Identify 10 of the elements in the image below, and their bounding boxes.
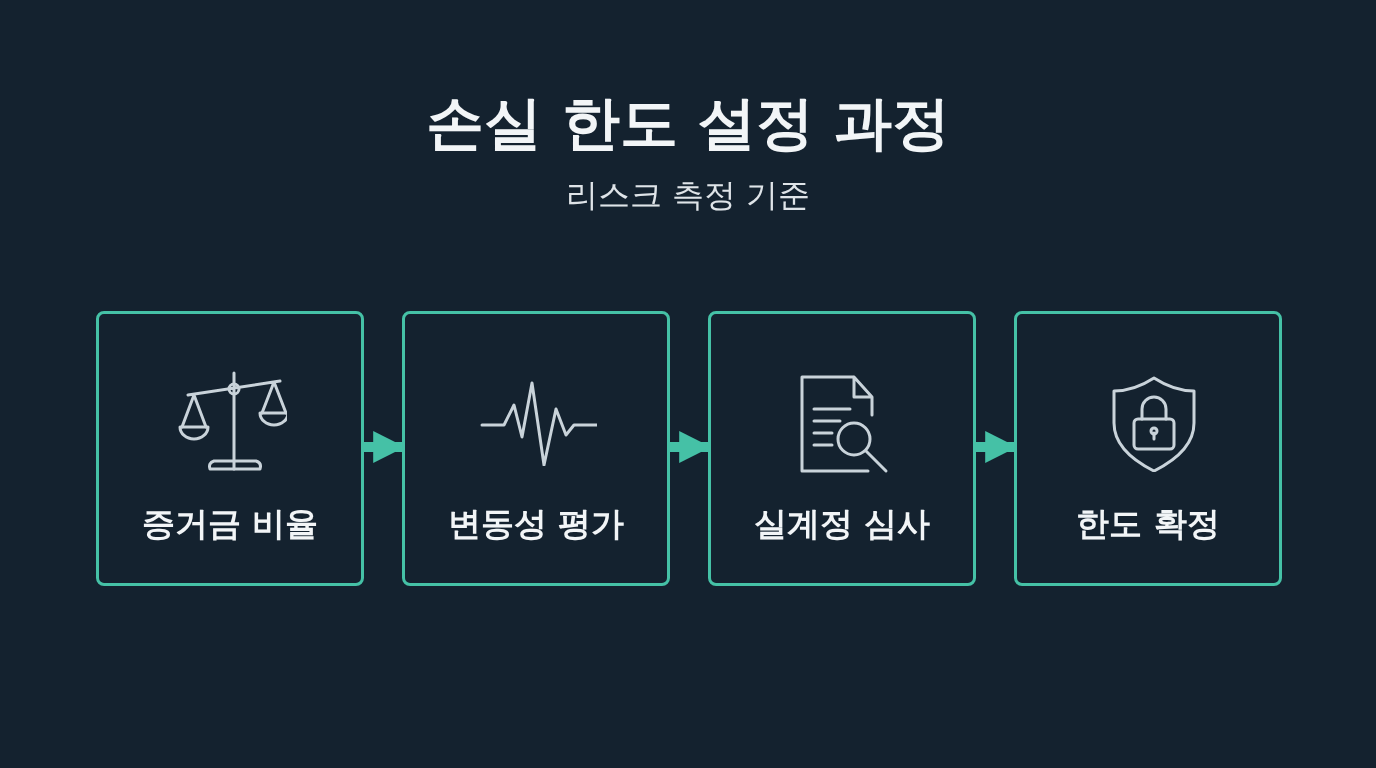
title: 손실 한도 설정 과정 [425, 88, 951, 158]
step-box [1014, 311, 1282, 586]
step-box [96, 311, 364, 586]
step-label: 한도 확정 [1076, 503, 1220, 545]
subtitle: 리스크 측정 기준 [565, 175, 811, 216]
step-label: 실계정 심사 [753, 503, 931, 545]
step-box [708, 311, 976, 586]
step-box [402, 311, 670, 586]
step-label: 변동성 평가 [447, 503, 625, 545]
step-label: 증거금 비율 [141, 503, 319, 545]
